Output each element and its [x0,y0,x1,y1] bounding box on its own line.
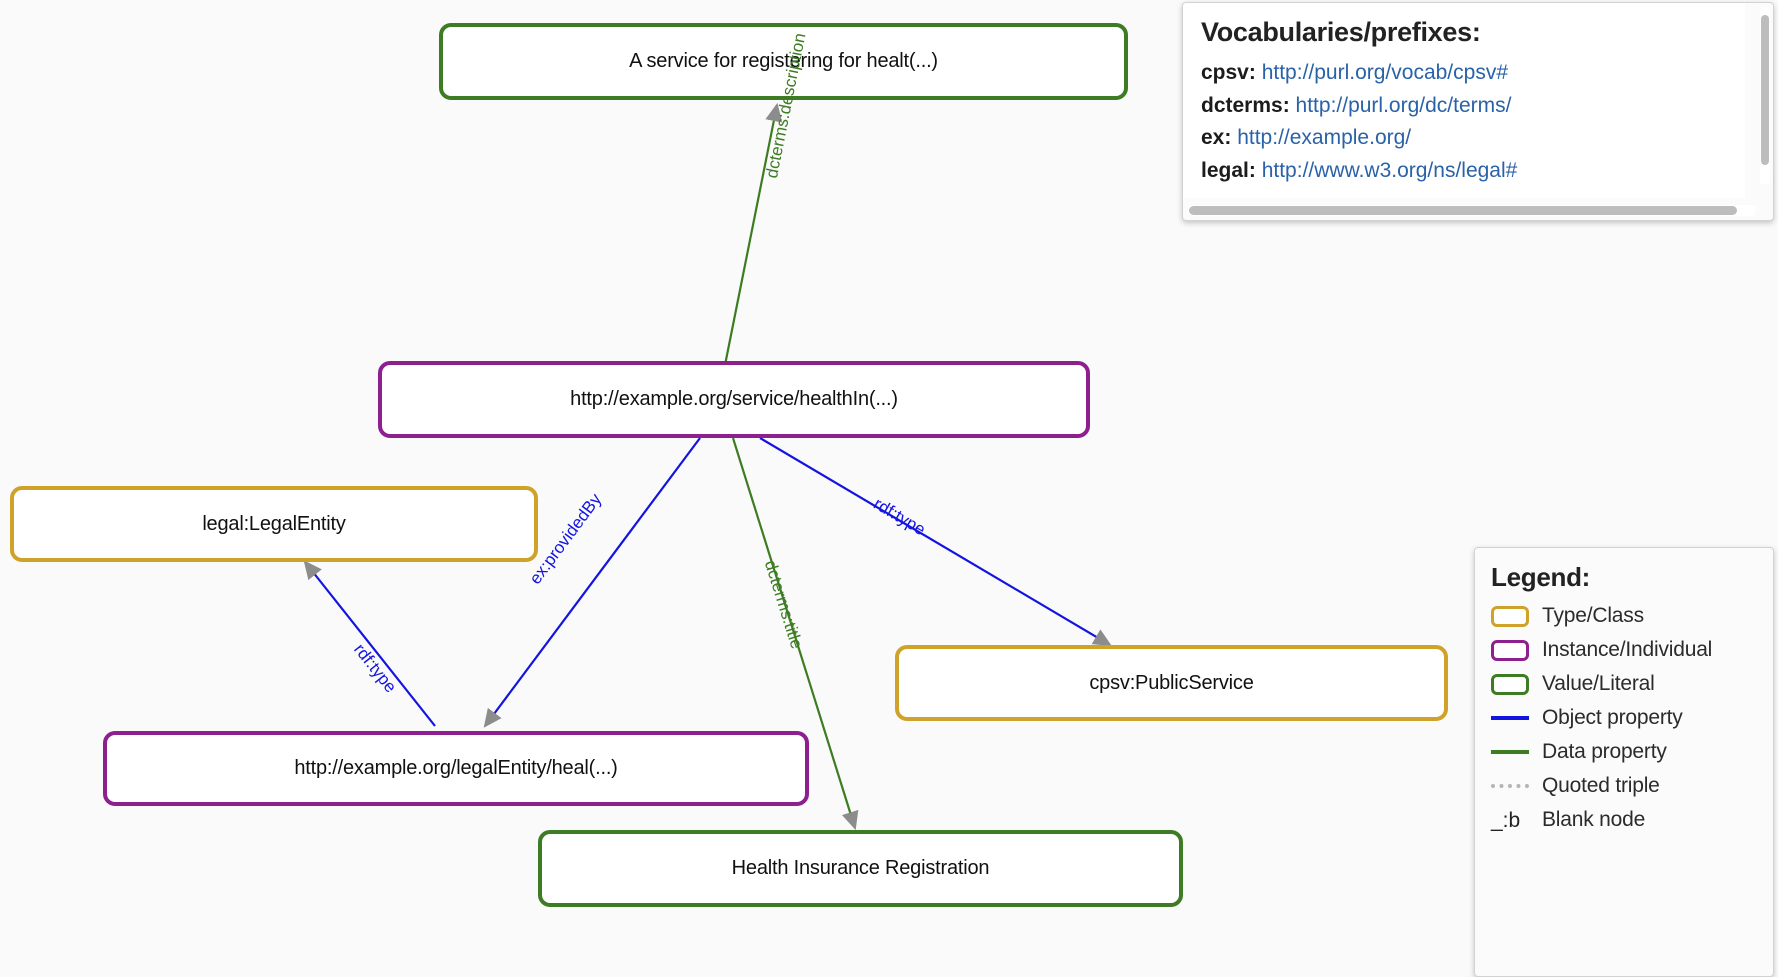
node-label: cpsv:PublicService [1089,671,1254,694]
vocabulary-entry: cpsv: http://purl.org/vocab/cpsv# [1201,57,1727,90]
edge-ex-providedby [483,437,701,728]
vocabulary-entry: ex: http://example.org/ [1201,122,1727,155]
literal-box-icon [1491,673,1531,695]
node-label: http://example.org/service/healthIn(...) [570,388,898,410]
vocabulary-uri[interactable]: http://purl.org/vocab/cpsv# [1261,61,1509,84]
vocabularies-content: Vocabularies/prefixes: cpsv: http://purl… [1183,3,1745,198]
edge-rdf-type-legalentity [303,560,436,727]
node-label: Health Insurance Registration [731,857,990,879]
class-box-icon [1491,605,1531,627]
vocabulary-uri[interactable]: http://www.w3.org/ns/legal# [1261,158,1518,182]
vocabulary-entry: dcterms: http://purl.org/dc/terms/ [1201,90,1727,123]
vocabulary-uri[interactable]: http://example.org/ [1237,126,1412,150]
object-property-line-icon [1491,716,1531,720]
legend-item-label: Blank node [1542,808,1646,831]
horizontal-scrollbar[interactable] [1188,205,1756,216]
node-literal-description[interactable]: A service for registering for healt(...) [439,23,1128,100]
legend-item-label: Object property [1542,706,1683,729]
legend-item-label: Type/Class [1542,604,1644,627]
legend-item-object-property: Object property [1491,701,1757,735]
vocabulary-uri[interactable]: http://purl.org/dc/terms/ [1295,93,1512,117]
legend-item-blank-node: _:b Blank node [1491,803,1757,837]
legend-item-label: Instance/Individual [1542,638,1713,661]
node-instance-legalentity[interactable]: http://example.org/legalEntity/heal(...) [103,731,809,806]
legend-item-label: Data property [1542,740,1667,763]
node-label: legal:LegalEntity [202,512,346,535]
blank-node-icon: _:b [1491,810,1531,831]
edge-dcterms-title [731,437,859,831]
vocabularies-panel[interactable]: Vocabularies/prefixes: cpsv: http://purl… [1182,2,1774,221]
vocabulary-prefix: cpsv: [1201,61,1256,84]
edge-dcterms-description [723,102,783,366]
legend-item-value-literal: Value/Literal [1491,667,1757,701]
vocabulary-entry: legal: http://www.w3.org/ns/legal# [1201,155,1727,188]
legend-title: Legend: [1491,562,1591,592]
edge-rdf-type-publicservice [759,437,1112,647]
node-class-legalentity[interactable]: legal:LegalEntity [10,486,538,562]
legend-panel: Legend: Type/Class Instance/Individual V… [1474,547,1774,977]
instance-box-icon [1491,639,1531,661]
legend-item-label: Value/Literal [1542,672,1655,695]
vocabulary-prefix: legal: [1201,158,1256,182]
node-label: A service for registering for healt(...) [629,50,938,72]
node-instance-service[interactable]: http://example.org/service/healthIn(...) [378,361,1090,438]
data-property-line-icon [1491,750,1531,754]
vocabularies-title: Vocabularies/prefixes: [1201,17,1481,47]
legend-item-type-class: Type/Class [1491,599,1757,633]
node-literal-title[interactable]: Health Insurance Registration [538,830,1183,907]
quoted-triple-dotted-line-icon [1491,784,1531,788]
node-label: http://example.org/legalEntity/heal(...) [294,757,618,779]
vocabulary-prefix: ex: [1201,126,1232,150]
legend-item-instance-individual: Instance/Individual [1491,633,1757,667]
blank-node-glyph: _:b [1491,808,1521,832]
vertical-scrollbar[interactable] [1760,7,1770,185]
legend-item-data-property: Data property [1491,735,1757,769]
legend-item-label: Quoted triple [1542,774,1660,797]
node-class-publicservice[interactable]: cpsv:PublicService [895,645,1448,721]
vocabulary-prefix: dcterms: [1201,93,1290,117]
legend-item-quoted-triple: Quoted triple [1491,769,1757,803]
